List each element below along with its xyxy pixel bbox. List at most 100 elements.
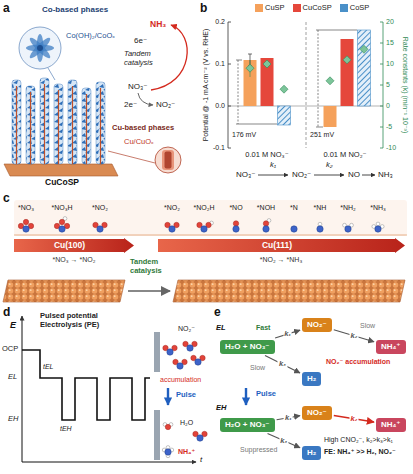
tandem-arrow — [151, 25, 187, 90]
cu-phase-callout — [108, 151, 155, 163]
product-box: NH₄⁺ — [376, 340, 406, 354]
adsorbate-models — [317, 222, 323, 232]
cu-phase-callout — [165, 152, 172, 169]
rate-constant-markers — [246, 64, 254, 72]
rate-constant-markers — [280, 85, 288, 93]
electrode-inset — [154, 410, 160, 460]
axis-tick-label: 5 — [386, 81, 390, 89]
potential-label: EH — [216, 404, 226, 413]
nanowire-array — [17, 84, 101, 164]
rate-constant-markers — [263, 60, 271, 68]
legend: CuSPCuCoSPCoSP — [255, 3, 369, 12]
rate-constant: k₂ — [349, 332, 358, 340]
reactant-box: H₂O + NO₃⁻ — [220, 418, 275, 432]
co-phase-callout — [26, 45, 54, 52]
electron-count: 6e⁻ — [134, 36, 147, 45]
node-text: Cu(100) — [54, 240, 85, 250]
rate-constant-markers — [326, 77, 334, 85]
level-label: EL — [8, 373, 17, 382]
species-label: NH₄⁺ — [178, 448, 195, 456]
potential-bars — [278, 106, 291, 125]
surface-line — [14, 235, 407, 236]
adsorbate-label: *NOH — [257, 204, 275, 212]
bar-chart-axes — [228, 148, 231, 149]
reaction-species: NO — [348, 170, 360, 179]
process-label: Tandem catalysis — [124, 50, 164, 67]
nanowire-array — [26, 86, 35, 164]
nanowire-array — [96, 82, 105, 164]
node-text: NH₄⁺ — [381, 420, 401, 430]
bar-chart-axes — [380, 43, 383, 44]
legend-swatch — [255, 4, 263, 12]
difference-bracket — [236, 30, 357, 127]
adsorbate-models — [165, 222, 179, 232]
arrow-body — [14, 238, 134, 253]
reaction-scheme-arrows — [314, 175, 344, 176]
axis-label: t — [200, 455, 202, 464]
panel-letter: e — [214, 306, 221, 320]
arrow-body — [158, 238, 405, 253]
electrode-inset — [163, 423, 173, 430]
reduction-arrow — [138, 93, 153, 105]
rate-note: Slow — [250, 364, 265, 372]
panel-letter: a — [3, 2, 10, 16]
electrode-inset — [163, 345, 177, 355]
node-text: H₂ — [307, 448, 316, 458]
panel-letter: b — [200, 2, 207, 16]
difference-label: 251 mV — [310, 131, 334, 139]
copper-slab — [3, 280, 405, 302]
intermediate-box: NO₂⁻ — [302, 318, 332, 332]
axis-tick-label: -0.1 — [213, 144, 225, 152]
adsorbate-label: *N — [290, 204, 298, 212]
panel-letter: d — [3, 306, 10, 320]
adsorbate-models — [18, 217, 384, 233]
species-label: H₂O — [180, 419, 193, 427]
axis-tick-label: -10 — [386, 144, 396, 152]
bar-chart-axes — [380, 106, 383, 107]
category-label: 0.01 M NO₃⁻ — [245, 151, 288, 160]
result-note: FE: NH₄⁺ >> H₂, NO₂⁻ — [324, 448, 396, 456]
reaction-arrow — [265, 356, 300, 373]
reaction-species: NO₃⁻ — [236, 170, 255, 179]
cu-phase-callout — [108, 147, 181, 173]
node-text: H₂O + NO₃⁻ — [225, 420, 270, 430]
product-box: NH₄⁺ — [376, 418, 406, 432]
rate-constant: k₁ — [284, 414, 293, 422]
difference-bracket — [316, 30, 357, 31]
difference-bracket — [236, 60, 242, 61]
axis-tick-label: 0.1 — [215, 60, 225, 68]
plot-title: Pulsed potential Electrolysis (PE) — [40, 312, 130, 329]
rate-constant-markers — [246, 45, 368, 93]
species-label: NO₂⁻ — [178, 325, 195, 333]
phase-formula: Cu/CuOₓ — [124, 138, 154, 147]
node-text: NO₂⁻ — [307, 408, 327, 418]
legend-swatch — [293, 4, 301, 12]
rate-constant: k₁ — [283, 330, 292, 338]
nanowire-array — [40, 78, 49, 164]
adsorbate-label: *NO₃ — [18, 204, 34, 212]
electrode-inset — [191, 355, 205, 365]
tandem-arrow — [128, 290, 170, 292]
node-text: NO₂⁻ — [307, 320, 327, 330]
rate-note: Fast — [256, 324, 270, 332]
reaction-arrow — [268, 434, 300, 448]
adsorbate-label: *NO₂ — [92, 204, 108, 212]
level-label: OCP — [2, 345, 18, 354]
reaction-scheme-arrows — [258, 175, 288, 176]
category-label: 0.01 M NO₂⁻ — [323, 151, 366, 160]
rate-constant: k₃ — [279, 437, 288, 445]
bar-chart-axes — [380, 85, 383, 86]
nanowire-array — [54, 84, 63, 164]
reaction-arrow — [334, 416, 374, 423]
axis-tick-label: 10 — [386, 60, 394, 68]
reaction-arrow — [334, 330, 374, 342]
legend-text: CuCoSP — [303, 3, 332, 12]
cu-phase-callout — [155, 147, 181, 173]
axis-tick-label: 0.0 — [215, 102, 225, 110]
result-note: High CNO₂⁻, k₂>k₃>k₁ — [324, 436, 393, 444]
bar-chart-axes — [380, 127, 383, 128]
bar-chart-axes — [228, 64, 231, 65]
phase-heading: Co-based phases — [42, 5, 108, 14]
difference-bracket — [238, 60, 239, 124]
